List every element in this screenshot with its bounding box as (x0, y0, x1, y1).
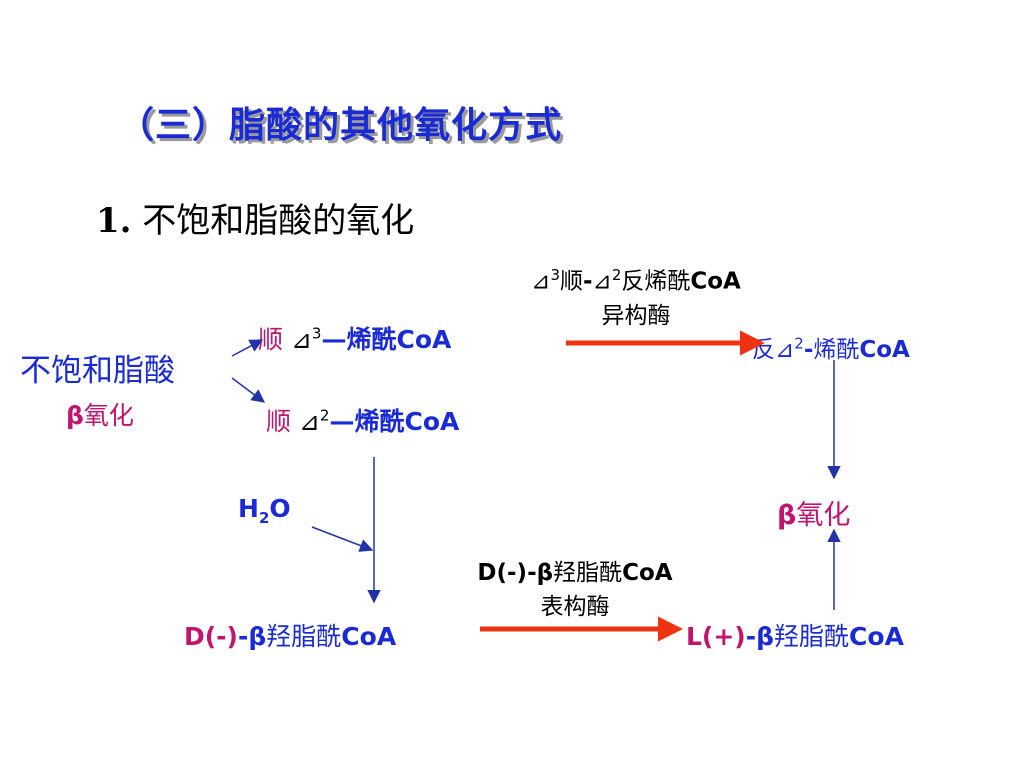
trans-enoyl-label: 反烯酰 (621, 268, 691, 295)
arrow-water-join (311, 526, 374, 552)
position-superscript: 3 (311, 324, 322, 343)
beta-symbol: β (756, 622, 775, 651)
oxidation-label: 氧化 (796, 500, 851, 531)
coa-label: CoA (859, 337, 910, 363)
node-d-hydroxyacyl-coa: D(-)-β羟脂酰CoA (184, 617, 396, 653)
node-cis-delta2-enoyl-coa: 顺 ⊿2—烯酰CoA (266, 402, 459, 438)
coa-label: CoA (622, 560, 673, 586)
node-beta-oxidation-right: β氧化 (777, 493, 850, 532)
delta-symbol: ⊿ (531, 268, 551, 295)
coa-label: CoA (341, 622, 397, 651)
node-trans-delta2-enoyl-coa: 反⊿2-烯酰CoA (752, 330, 910, 364)
section-text: 不饱和脂酸的氧化 (131, 201, 415, 241)
delta-symbol: ⊿ (775, 337, 795, 363)
position-superscript: 2 (319, 406, 330, 425)
arrow-to-cis3 (231, 339, 264, 357)
enzyme-isomerase: ⊿3顺-⊿2反烯酰CoA 异构酶 (486, 258, 786, 333)
enoyl-label: 烯酰 (813, 337, 860, 363)
beta-symbol: β (777, 500, 797, 531)
delta-symbol: ⊿ (298, 407, 320, 436)
oxygen-label: O (269, 494, 291, 523)
page-title: （三）脂酸的其他氧化方式 (118, 105, 563, 146)
node-beta-oxidation-left: β氧化 (66, 396, 134, 432)
coa-label: CoA (849, 622, 904, 651)
beta-symbol: β (248, 622, 267, 651)
l-config-label: L(+) (686, 622, 746, 651)
dash: - (803, 337, 814, 363)
enoyl-coa-label: —烯酰CoA (329, 407, 460, 436)
section-subtitle: 1. 不饱和脂酸的氧化 (96, 193, 414, 242)
beta-symbol: β (66, 401, 84, 430)
hydroxyacyl-label: 羟脂酰 (553, 560, 623, 586)
coa-label: CoA (690, 268, 741, 295)
subscript-2: 2 (258, 509, 270, 527)
hydroxyacyl-label: 羟脂酰 (774, 622, 850, 651)
arrow-to-cis2 (231, 377, 266, 403)
d-config-label: D(-)- (477, 560, 537, 586)
hydroxyacyl-label: 羟脂酰 (266, 622, 342, 651)
position-superscript: 2 (794, 334, 804, 353)
epimerase-line1: D(-)-β羟脂酰CoA (430, 556, 720, 590)
dash: - (745, 622, 757, 651)
oxidation-label: 氧化 (83, 401, 134, 430)
node-unsaturated-fatty-acid: 不饱和脂酸 (20, 353, 175, 389)
dash: - (237, 622, 249, 651)
node-l-hydroxyacyl-coa: L(+)-β羟脂酰CoA (686, 617, 904, 653)
hydrogen-label: H (238, 494, 259, 523)
position-superscript: 2 (611, 266, 622, 284)
enoyl-coa-label: —烯酰CoA (321, 325, 452, 354)
dash: - (582, 268, 593, 295)
section-number: 1. (96, 201, 132, 241)
node-water: H2O (238, 494, 291, 527)
isomerase-line1: ⊿3顺-⊿2反烯酰CoA (486, 258, 786, 299)
cis-label: 顺 (266, 407, 292, 436)
delta-symbol: ⊿ (290, 325, 312, 354)
isomerase-line2: 异构酶 (601, 302, 671, 329)
position-superscript: 3 (550, 266, 560, 284)
d-config-label: D(-) (184, 622, 238, 651)
epimerase-line2: 表构酶 (540, 594, 610, 620)
beta-symbol: β (536, 560, 554, 586)
delta-symbol: ⊿ (592, 268, 612, 295)
enzyme-epimerase: D(-)-β羟脂酰CoA 表构酶 (430, 556, 720, 624)
cis-label: 顺 (559, 268, 583, 295)
